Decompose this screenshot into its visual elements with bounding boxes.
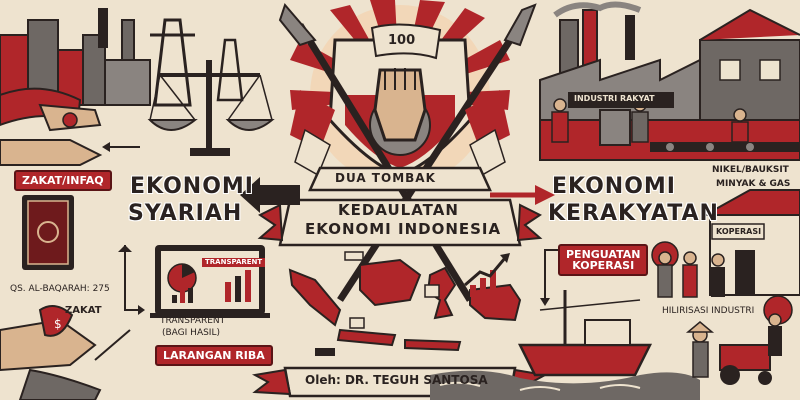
right-title-line-2: KERAKYATAN — [548, 201, 719, 226]
people-handshake — [657, 251, 725, 298]
zakat-label: ZAKAT — [65, 305, 102, 316]
right-title-line-1: EKONOMI — [552, 174, 676, 199]
balance-scale-icon — [147, 60, 275, 156]
zakat-hands-icon: $ — [0, 305, 102, 400]
spear-left — [278, 3, 473, 302]
svg-text:$: $ — [54, 317, 62, 331]
banner-main — [278, 198, 522, 247]
arrow-right — [535, 185, 555, 205]
banner-line-3: EKONOMI INDONESIA — [305, 220, 502, 238]
transparent-line-2: (BAGI HASIL) — [162, 328, 220, 338]
arrow-left — [240, 177, 300, 213]
penguatan-koperasi-tag: PENGUATAN KOPERASI — [558, 244, 649, 276]
quran-book-icon — [22, 195, 74, 270]
larangan-riba-tag: LARANGAN RIBA — [155, 345, 273, 366]
resources-line-2: MINYAK & GAS — [716, 179, 791, 189]
water — [430, 370, 700, 400]
screen-tag: TRANSPARENT — [202, 258, 266, 267]
industri-rakyat-sign — [568, 92, 674, 108]
left-title-line-2: SYARIAH — [128, 201, 243, 226]
left-title-line-1: EKONOMI — [130, 174, 254, 199]
tractor-icon — [719, 344, 772, 385]
transparent-line-1: TRANSPARENT — [160, 316, 226, 326]
banner-line-1: DUA TOMBAK — [335, 171, 436, 185]
badge-number: 100 — [388, 33, 416, 48]
banner-top — [308, 166, 492, 192]
right-factories — [539, 1, 800, 161]
quran-reference: QS. AL-BAQARAH: 275 — [10, 284, 110, 294]
fishing-boat-icon — [517, 290, 653, 377]
banner-line-2: KEDAULATAN — [338, 201, 459, 219]
power-tower-icon — [153, 18, 192, 107]
giving-hands-icon — [0, 87, 103, 166]
laptop-screen — [150, 245, 270, 318]
tag-koperasi-line-1: PENGUATAN — [566, 248, 641, 261]
growth-chart-icon — [464, 253, 510, 297]
hilirisasi-label: HILIRISASI INDUSTRI — [662, 306, 755, 316]
resources-line-1: NIKEL/BAUKSIT — [712, 165, 789, 175]
author-credit: Oleh: DR. TEGUH SANTOSA — [305, 373, 488, 387]
badge-flag — [370, 23, 442, 60]
industri-rakyat-label: INDUSTRI RAKYAT — [574, 94, 655, 103]
spear-right — [337, 3, 537, 302]
raised-fist-icon — [373, 68, 427, 142]
zakat-infaq-tag: ZAKAT/INFAQ — [14, 170, 112, 191]
koperasi-sign: KOPERASI — [716, 227, 762, 236]
tag-koperasi-line-2: KOPERASI — [572, 259, 635, 272]
